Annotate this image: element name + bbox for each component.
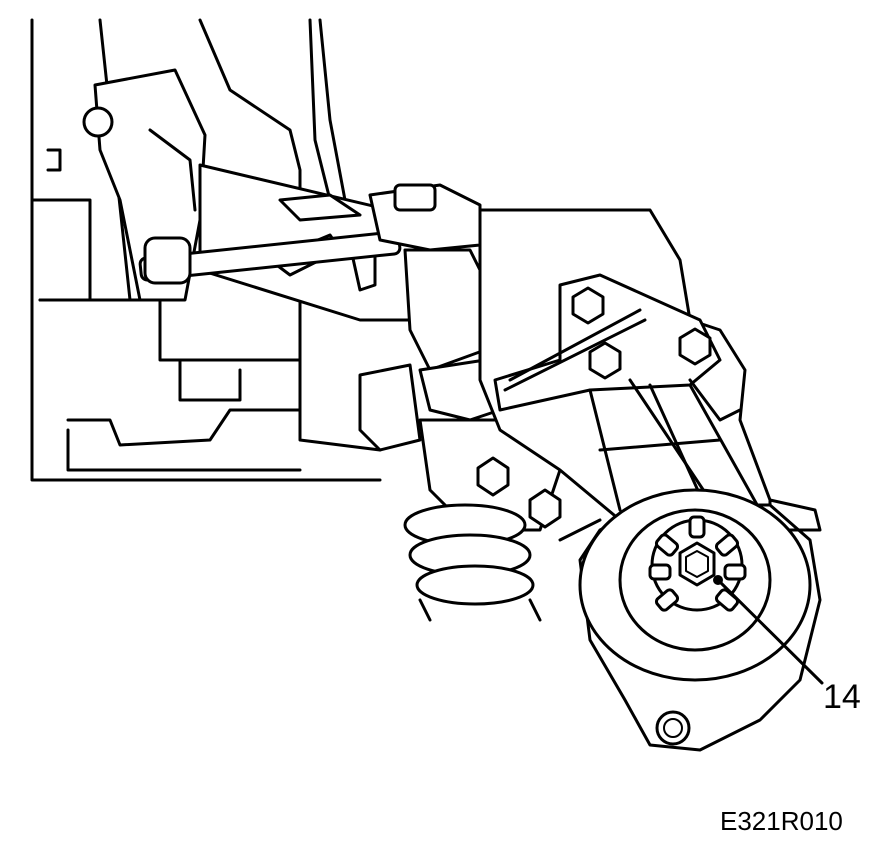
callout-leader bbox=[713, 575, 824, 685]
mount-housing bbox=[558, 488, 822, 752]
transmission-housing bbox=[30, 18, 382, 482]
hex-nut bbox=[678, 541, 716, 587]
engine-mount-bracket bbox=[478, 208, 772, 542]
pulley-spokes bbox=[648, 515, 747, 612]
callout-label: 14 bbox=[823, 678, 861, 716]
driveshaft-boot bbox=[403, 503, 542, 622]
figure-code: E321R010 bbox=[720, 806, 843, 836]
shift-linkage bbox=[82, 68, 482, 322]
